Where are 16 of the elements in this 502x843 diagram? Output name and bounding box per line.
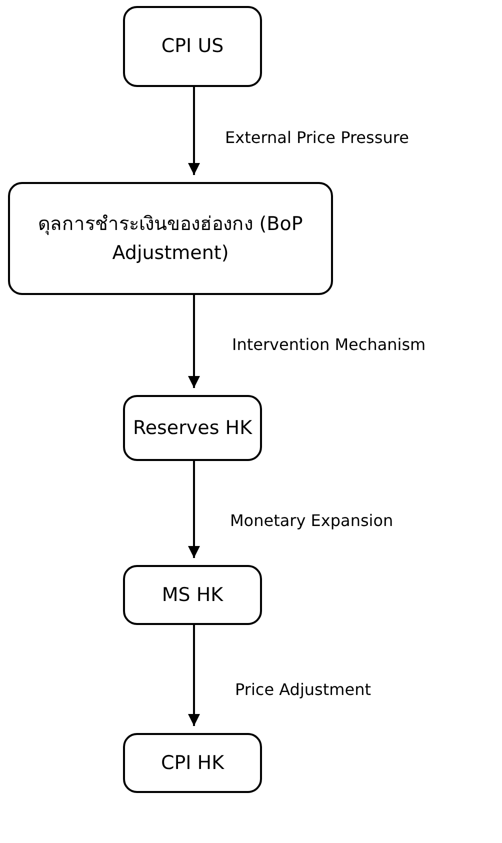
edge-label: Monetary Expansion xyxy=(230,511,394,530)
process-box xyxy=(123,395,262,461)
arrow xyxy=(188,295,200,388)
box-label: ดุลการชำระเงินของฮ่องกง (BoP Adjustment) xyxy=(37,212,304,266)
arrow xyxy=(188,87,200,175)
process-box xyxy=(123,6,262,87)
box-label: CPI HK xyxy=(160,750,224,776)
arrow xyxy=(188,461,200,558)
box-label: CPI US xyxy=(161,34,224,60)
box-label: MS HK xyxy=(162,582,224,608)
process-box xyxy=(8,182,333,295)
arrow xyxy=(188,625,200,726)
process-box xyxy=(123,565,262,625)
edge-label: Price Adjustment xyxy=(235,680,371,699)
box-label: Reserves HK xyxy=(132,416,252,441)
process-box xyxy=(123,733,262,793)
